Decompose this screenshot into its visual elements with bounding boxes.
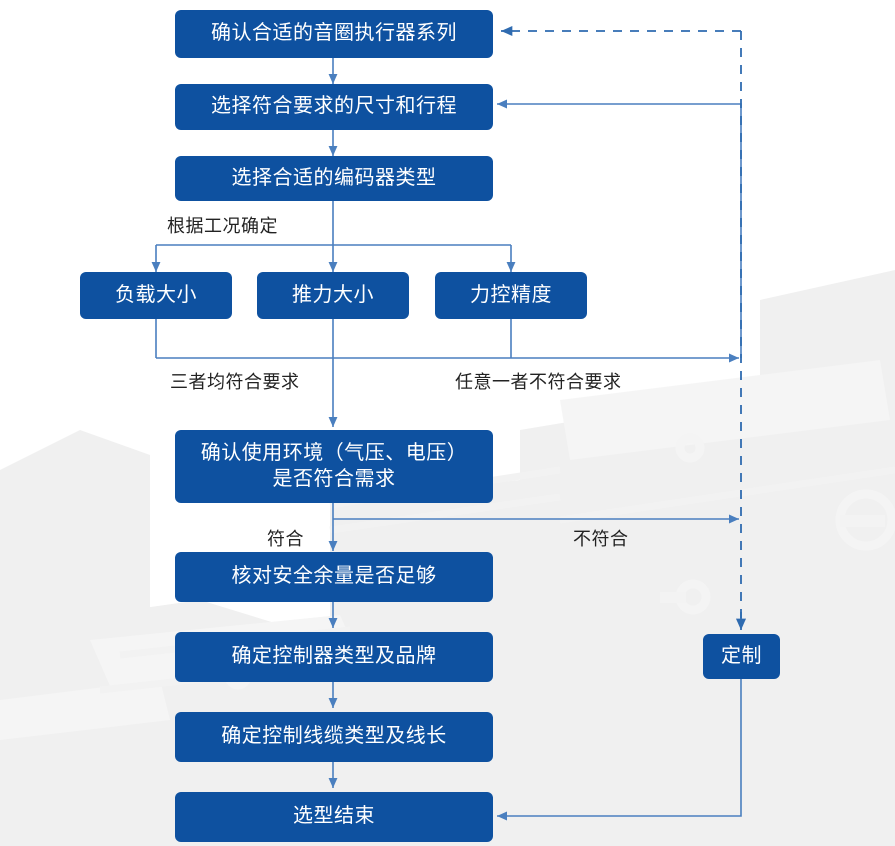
node-confirm-series[interactable]: 确认合适的音圈执行器系列 xyxy=(175,10,493,58)
node-select-encoder[interactable]: 选择合适的编码器类型 xyxy=(175,156,493,201)
node-selection-finished[interactable]: 选型结束 xyxy=(175,792,493,842)
node-customize[interactable]: 定制 xyxy=(703,634,780,679)
node-load-size[interactable]: 负载大小 xyxy=(80,272,232,319)
node-confirm-environment[interactable]: 确认使用环境（气压、电压） 是否符合需求 xyxy=(175,430,493,503)
edge-label-based-on-conditions: 根据工况确定 xyxy=(167,216,278,236)
edge-label-match: 符合 xyxy=(267,529,304,549)
edge-label-not-match: 不符合 xyxy=(573,529,629,549)
node-controller-type-brand[interactable]: 确定控制器类型及品牌 xyxy=(175,632,493,682)
node-force-precision[interactable]: 力控精度 xyxy=(435,272,587,319)
node-select-size-stroke[interactable]: 选择符合要求的尺寸和行程 xyxy=(175,84,493,130)
node-check-safety-margin[interactable]: 核对安全余量是否足够 xyxy=(175,552,493,602)
node-thrust-size[interactable]: 推力大小 xyxy=(257,272,409,319)
edge-custom-to-end xyxy=(497,679,742,821)
edge-label-any-one-fails: 任意一者不符合要求 xyxy=(455,372,622,392)
edge-spine-to-n2 xyxy=(497,99,742,358)
node-cable-type-length[interactable]: 确定控制线缆类型及线长 xyxy=(175,712,493,762)
edge-label-all-three-pass: 三者均符合要求 xyxy=(170,372,300,392)
